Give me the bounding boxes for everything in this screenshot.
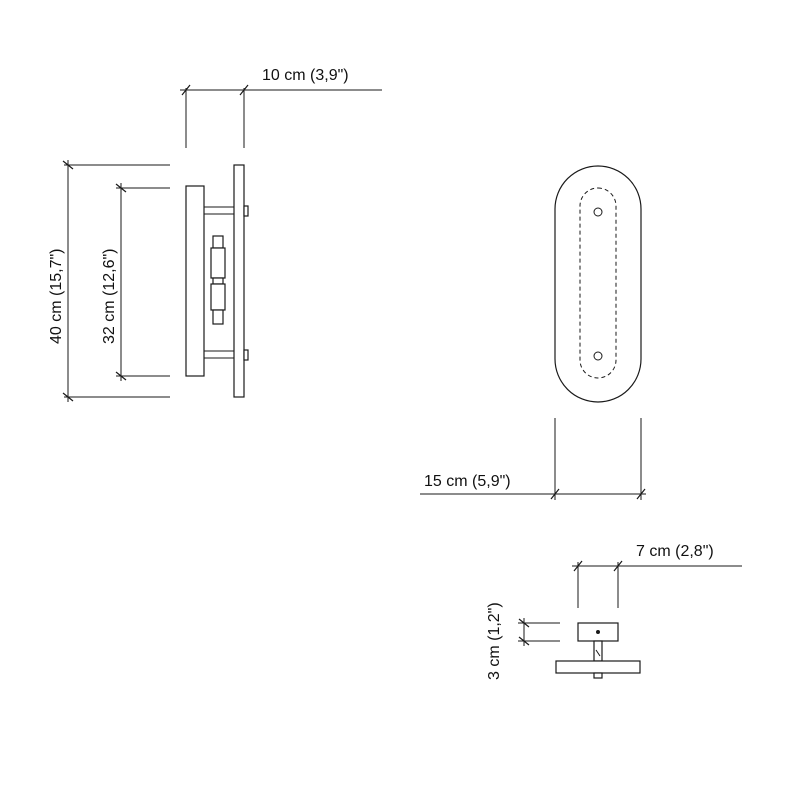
front-screw-top	[593, 207, 603, 217]
dim-height-total-label: 40 cm (15,7")	[48, 249, 65, 345]
dim-height-total: 40 cm (15,7")	[48, 160, 170, 402]
base-detail: 7 cm (2,8") 3 cm (1,2")	[486, 543, 742, 680]
dim-base-depth: 7 cm (2,8")	[572, 543, 742, 608]
side-back-plate	[233, 164, 245, 398]
dim-base-height-label: 3 cm (1,2")	[486, 602, 503, 680]
dim-width-label: 15 cm (5,9")	[424, 473, 511, 490]
front-view: 15 cm (5,9")	[420, 165, 646, 500]
side-view: 10 cm (3,9") 40 cm (15,7") 32 cm (12,6")	[48, 67, 382, 402]
side-front-shade	[185, 185, 205, 377]
dim-height-inner-label: 32 cm (12,6")	[101, 249, 118, 345]
front-outer-plate	[554, 165, 642, 403]
base-stem	[593, 640, 603, 662]
dim-depth: 10 cm (3,9")	[180, 67, 382, 148]
dim-width: 15 cm (5,9")	[420, 418, 646, 500]
dim-base-height: 3 cm (1,2")	[486, 602, 560, 680]
side-lamp-holders	[210, 235, 226, 325]
base-plate	[555, 660, 641, 674]
front-screw-bottom	[593, 351, 603, 361]
front-inner-shade	[579, 187, 617, 379]
dim-base-depth-label: 7 cm (2,8")	[636, 543, 714, 560]
side-rods	[204, 205, 249, 361]
dim-height-inner: 32 cm (12,6")	[101, 183, 170, 381]
dim-depth-label: 10 cm (3,9")	[262, 67, 349, 84]
